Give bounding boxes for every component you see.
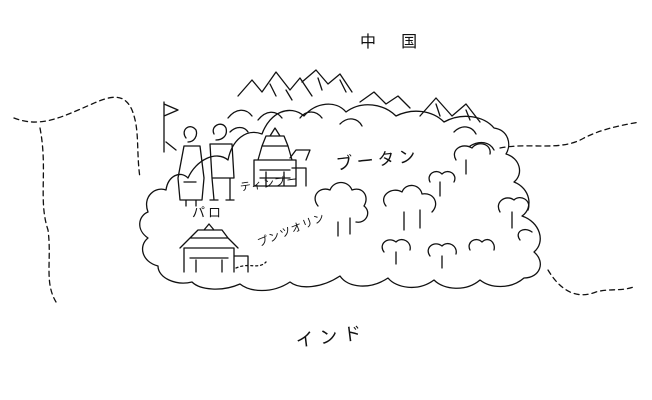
thimphu-dzong: [253, 127, 311, 187]
border-southwest: [39, 127, 57, 303]
label-china: 中 国: [360, 32, 428, 51]
forest-center: [314, 170, 456, 237]
border-southeast: [547, 269, 637, 296]
person-man: [209, 123, 235, 201]
mountain-ridges: [227, 109, 495, 151]
person-woman: [165, 126, 205, 207]
flag-icon: [163, 101, 179, 153]
border-west: [13, 96, 141, 179]
paro-dzong: [179, 223, 249, 273]
bhutan-outline: [139, 103, 541, 292]
border-east: [499, 121, 641, 149]
mountain-range: [237, 69, 481, 123]
trail: [235, 261, 267, 269]
forest-east: [453, 143, 533, 241]
forest-south: [381, 238, 495, 269]
label-paro: パロ: [192, 206, 225, 221]
